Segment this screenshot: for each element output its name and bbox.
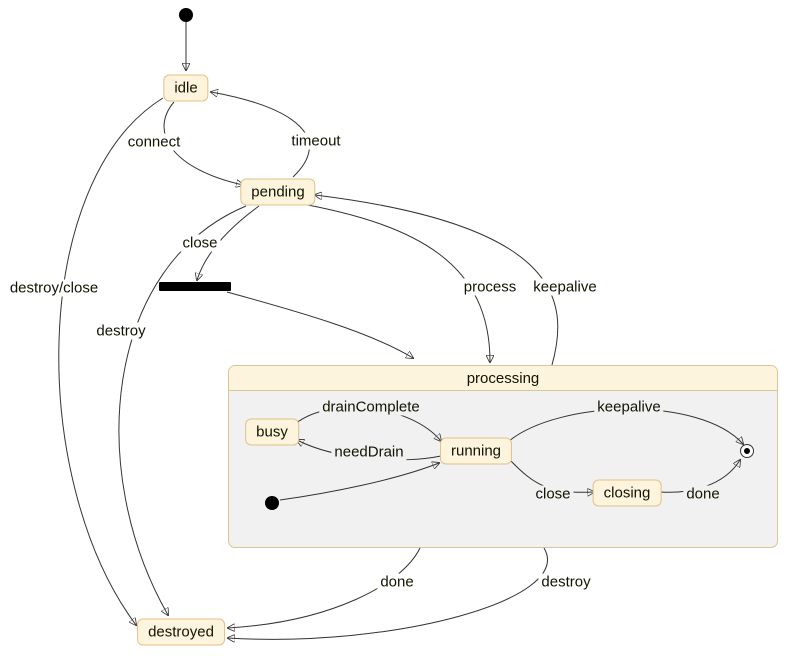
fork-bar <box>159 282 231 291</box>
state-processing-header: processing <box>229 366 777 391</box>
edge-label-keepalive: keepalive <box>530 278 600 296</box>
edge-label-timeout: timeout <box>288 132 344 150</box>
state-idle: idle <box>163 74 209 102</box>
edge-label-need-drain: needDrain <box>331 443 407 461</box>
edge-idle-to-destroyed <box>58 97 164 625</box>
state-processing: processing <box>228 365 778 548</box>
state-pending: pending <box>240 178 316 206</box>
edge-label-done-inner: done <box>683 485 723 503</box>
processing-initial-dot <box>265 496 279 510</box>
edge-label-process: process <box>460 278 520 296</box>
state-running: running <box>439 437 513 465</box>
edge-label-close-inner: close <box>532 485 574 503</box>
edge-label-close: close <box>179 234 221 252</box>
edge-label-destroy: destroy <box>93 322 149 340</box>
edge-label-keepalive-inner: keepalive <box>594 398 664 416</box>
state-busy: busy <box>245 418 299 446</box>
edge-label-destroy-close: destroy/close <box>6 279 102 297</box>
edge-fork-to-processing <box>226 291 413 358</box>
state-closing: closing <box>592 479 662 507</box>
edge-pending-to-destroyed <box>118 205 247 615</box>
edge-processing-to-pending <box>315 195 559 366</box>
edge-processing-start-to-running <box>279 463 439 501</box>
state-processing-title: processing <box>466 369 540 387</box>
edge-processing-to-destroyed-done <box>228 547 421 628</box>
edge-processing-to-destroyed-destroy <box>228 547 548 639</box>
edge-label-done: done <box>377 573 417 591</box>
state-destroyed: destroyed <box>137 618 225 646</box>
edge-label-destroy-2: destroy <box>538 573 594 591</box>
processing-final-inner-dot <box>744 448 750 454</box>
edge-label-connect: connect <box>124 133 184 151</box>
edge-pending-to-processing <box>296 202 490 362</box>
edge-label-drain-complete: drainComplete <box>319 398 423 416</box>
initial-state-dot <box>179 8 193 22</box>
edge-pending-to-idle <box>211 92 310 178</box>
